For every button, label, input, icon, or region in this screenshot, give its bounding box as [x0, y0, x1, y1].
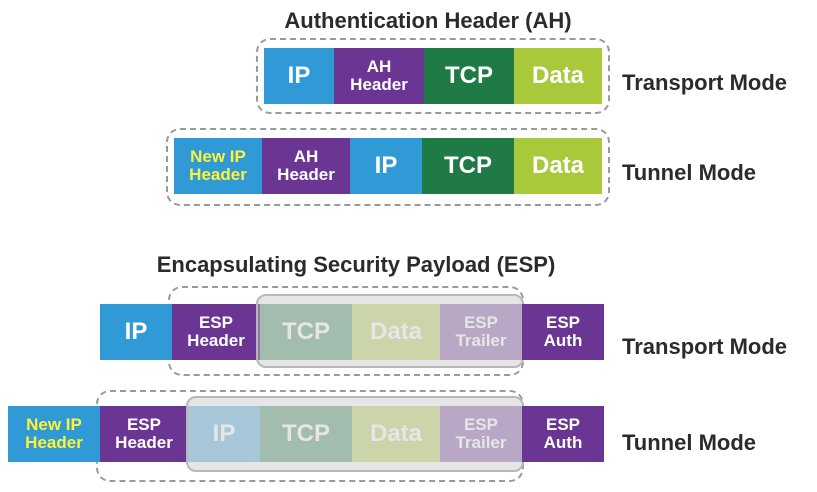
esp-transport-esp-trailer-cell: ESP Trailer: [440, 304, 522, 360]
esp-tunnel-esp-auth-cell: ESP Auth: [522, 406, 604, 462]
esp-tunnel-data-cell: Data: [352, 406, 440, 462]
ah-tunnel-ah-header-cell: AH Header: [262, 138, 350, 194]
esp-transport-data-cell: Data: [352, 304, 440, 360]
esp-title: Encapsulating Security Payload (ESP): [156, 252, 556, 277]
esp-transport-tcp-cell: TCP: [260, 304, 352, 360]
ah-tunnel-ip-cell: IP: [350, 138, 422, 194]
esp-transport-mode-label: Transport Mode: [622, 334, 788, 359]
esp-transport-esp-header-cell: ESP Header: [172, 304, 260, 360]
ah-transport-mode-label: Transport Mode: [622, 70, 788, 95]
ah-tunnel-new-ip-header-cell: New IP Header: [174, 138, 262, 194]
esp-transport-encrypted-overlay: [256, 294, 524, 368]
ah-transport-ip-cell: IP: [264, 48, 334, 104]
esp-tunnel-encrypted-overlay: [186, 396, 524, 472]
esp-tunnel-ip-cell: IP: [188, 406, 260, 462]
ah-transport-authenticated-outline: [256, 38, 610, 114]
ah-tunnel-authenticated-outline: [166, 128, 610, 206]
esp-tunnel-tcp-cell: TCP: [260, 406, 352, 462]
esp-tunnel-mode-label: Tunnel Mode: [622, 430, 757, 455]
ah-tunnel-tcp-cell: TCP: [422, 138, 514, 194]
ah-transport-data-cell: Data: [514, 48, 602, 104]
ah-tunnel-data-cell: Data: [514, 138, 602, 194]
esp-transport-esp-auth-cell: ESP Auth: [522, 304, 604, 360]
ah-transport-ah-header-cell: AH Header: [334, 48, 424, 104]
ah-transport-tcp-cell: TCP: [424, 48, 514, 104]
ah-title: Authentication Header (AH): [284, 8, 572, 33]
esp-tunnel-new-ip-header-cell: New IP Header: [8, 406, 100, 462]
esp-tunnel-esp-trailer-cell: ESP Trailer: [440, 406, 522, 462]
esp-tunnel-esp-header-cell: ESP Header: [100, 406, 188, 462]
esp-transport-ip-cell: IP: [100, 304, 172, 360]
ah-tunnel-mode-label: Tunnel Mode: [622, 160, 757, 185]
